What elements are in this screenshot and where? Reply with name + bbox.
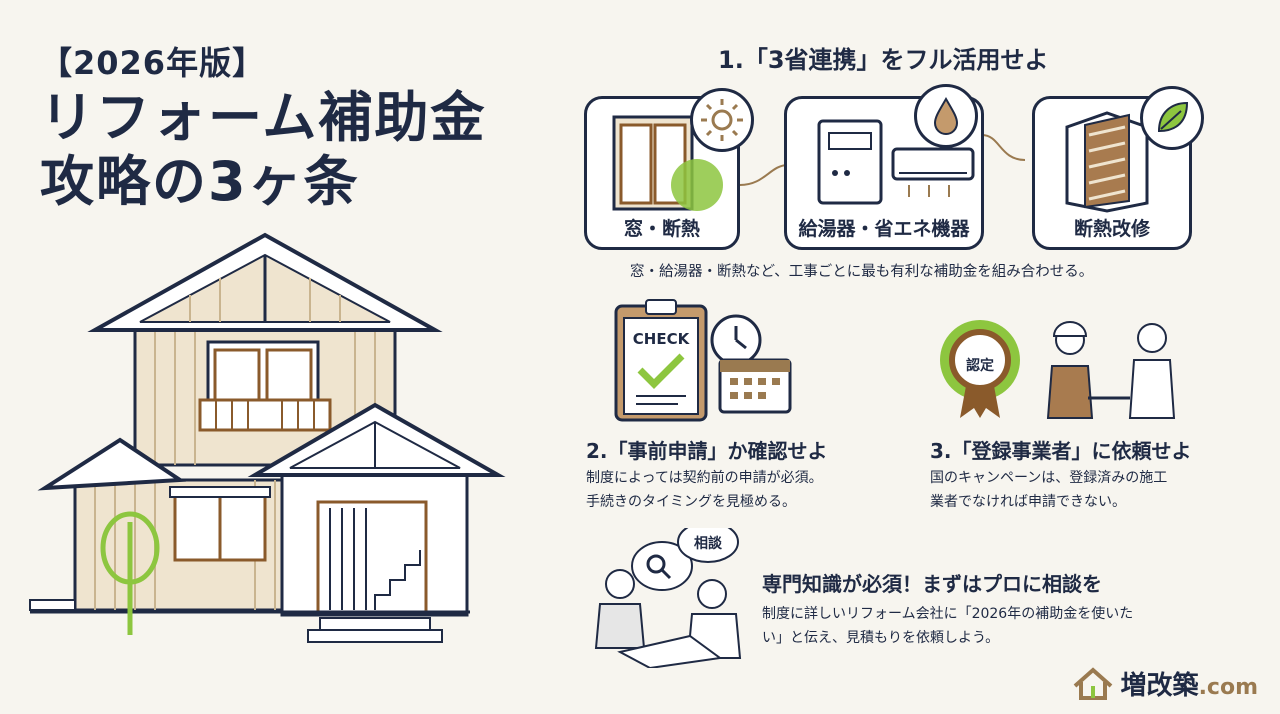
title-tag: 【2026年版】	[40, 44, 266, 82]
logo-text: 増改築.com	[1121, 665, 1258, 702]
clipboard-check-icon: CHECK	[614, 299, 792, 422]
card-insulation-renovation: 断熱改修	[1032, 96, 1192, 250]
logo-domain: .com	[1198, 675, 1258, 700]
page-title: リフォーム補助金 攻略の3ヶ条	[40, 86, 486, 214]
card-label-window: 窓・断熱	[623, 218, 700, 240]
window-icon	[612, 115, 723, 211]
section1-heading: 1.「3省連携」をフル活用せよ	[718, 46, 1049, 74]
leaf-icon	[1140, 86, 1204, 150]
title-line-1: リフォーム補助金	[40, 86, 487, 149]
insulation-wall-icon	[1065, 111, 1149, 213]
section2-body: 制度によっては契約前の申請が必須。 手続きのタイミングを見極める。	[586, 466, 823, 514]
water-heater-icon	[817, 119, 975, 205]
consultation-bubble-text: 相談	[694, 535, 723, 552]
sun-icon	[690, 88, 754, 152]
card-label-insulation: 断熱改修	[1073, 218, 1150, 240]
section2-heading: 2.「事前申請」か確認せよ	[586, 439, 828, 463]
section1-caption: 窓・給湯器・断熱など、工事ごとに最も有利な補助金を組み合わせる。	[630, 264, 1094, 280]
card-label-water-heater: 給湯器・省エネ機器	[798, 218, 970, 240]
house-logo-icon	[1073, 666, 1112, 700]
section3-heading: 3.「登録事業者」に依頼せよ	[930, 439, 1192, 463]
section3-body-line-1: 国のキャンペーンは、登録済みの施工	[930, 470, 1168, 486]
section3-body-line-2: 業者でなければ申請できない。	[930, 494, 1126, 510]
section4-heading: 専門知識が必須！まずはプロに相談を	[762, 572, 1102, 596]
logo-name: 増改築	[1120, 671, 1199, 701]
section1-connector-lines	[739, 134, 1026, 186]
section4-body-line-1: 制度に詳しいリフォーム会社に「2026年の補助金を使いた	[762, 606, 1134, 622]
water-drop-icon	[914, 84, 978, 148]
consultation-icon: 相談	[594, 528, 742, 668]
certified-badge-text: 認定	[966, 357, 994, 374]
card-window-insulation: 窓・断熱	[584, 96, 740, 250]
section2-body-line-1: 制度によっては契約前の申請が必須。	[586, 470, 823, 486]
title-line-2: 攻略の3ヶ条	[40, 150, 360, 213]
section3-body: 国のキャンペーンは、登録済みの施工 業者でなければ申請できない。	[930, 466, 1167, 514]
section4-body: 制度に詳しいリフォーム会社に「2026年の補助金を使いた い」と伝え、見積もりを…	[762, 602, 1133, 650]
house-illustration	[29, 232, 506, 643]
clipboard-check-text: CHECK	[633, 330, 691, 348]
certified-contractor-icon: 認定	[940, 320, 1176, 419]
section4-body-line-2: い」と伝え、見積もりを依頼しよう。	[762, 630, 1000, 646]
site-logo[interactable]: 増改築.com	[1071, 665, 1258, 702]
section2-body-line-2: 手続きのタイミングを見極める。	[586, 494, 796, 510]
